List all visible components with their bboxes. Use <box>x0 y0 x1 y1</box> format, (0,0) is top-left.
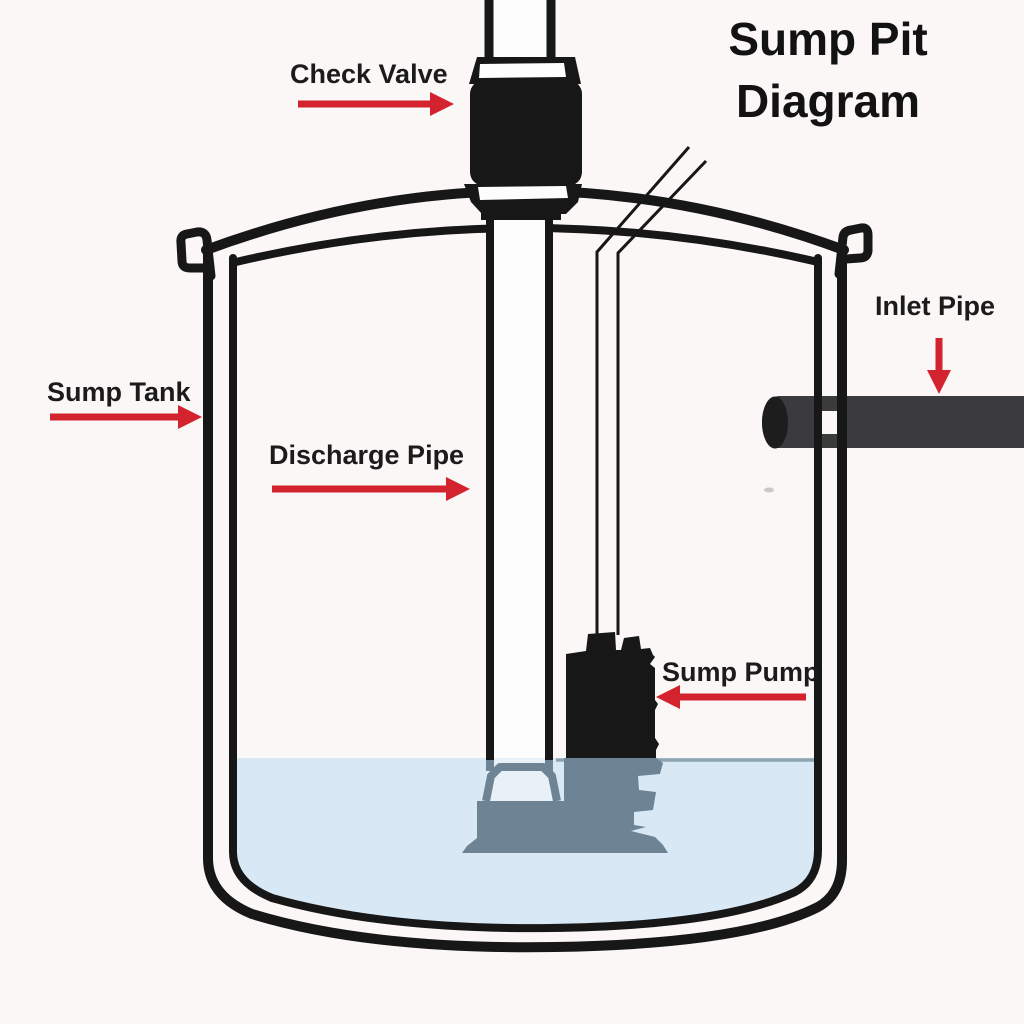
check-valve-top-slot <box>479 63 566 78</box>
pump-cable-line-1 <box>595 146 691 637</box>
tank-right-lip-hook <box>834 223 873 279</box>
inlet-pipe-arrow-head <box>927 370 951 394</box>
check-valve-connector <box>481 206 561 220</box>
check-valve-label: Check Valve <box>290 59 448 89</box>
discharge-pipe-flange <box>482 763 561 802</box>
sump-tank-arrow-head <box>178 405 202 429</box>
inlet-pipe-body <box>762 396 1024 448</box>
tank-left-lip-hook <box>176 227 216 281</box>
inlet-pipe-group <box>762 396 1024 449</box>
sump-pump-arrow-head <box>656 685 680 709</box>
check-valve-bottom-slot <box>478 186 568 200</box>
wall-gap-over-inlet-pipe <box>822 411 839 434</box>
discharge-pipe-label: Discharge Pipe <box>269 440 465 470</box>
pump-cable-group <box>595 146 708 637</box>
check-valve-arrow-head <box>430 92 454 116</box>
diagram-title-line2: Diagram <box>735 75 921 127</box>
inlet-pipe-label: Inlet Pipe <box>875 291 996 321</box>
diagram-title: Sump Pit Diagram <box>632 8 1024 132</box>
sump-pump-label: Sump Pump <box>662 657 820 687</box>
sump-pump-body <box>566 632 659 758</box>
sump-tank-label: Sump Tank <box>47 377 191 407</box>
inlet-pipe-end-cap <box>762 396 788 449</box>
pump-base-silhouette <box>462 758 668 853</box>
discharge-pipe-arrow-head <box>446 477 470 501</box>
tank-outer-wall <box>203 245 847 953</box>
submerged-pump-group <box>462 757 668 853</box>
check-valve-group <box>464 0 582 220</box>
tank-inner-wall <box>229 254 822 933</box>
diagram-title-line1: Sump Pit <box>728 13 928 65</box>
top-pipe-interior <box>485 0 555 60</box>
pump-cable-line-2 <box>616 159 708 635</box>
artwork-speck <box>764 487 774 493</box>
pointer-arrows-group <box>50 92 951 709</box>
discharge-pipe-group <box>486 205 553 760</box>
check-valve-body <box>470 80 582 186</box>
discharge-pipe-interior <box>486 205 553 758</box>
